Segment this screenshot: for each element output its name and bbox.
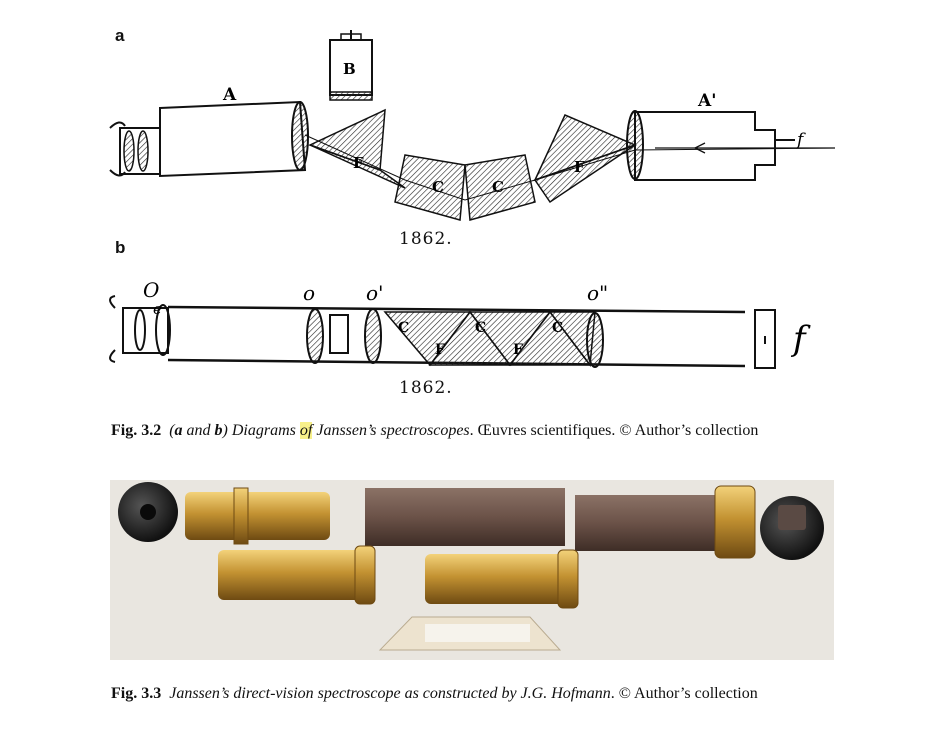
caption-a: a	[174, 422, 183, 439]
spectroscope-photo	[110, 480, 834, 660]
label-o-double-prime: o"	[587, 281, 608, 305]
fig-3-2-number: Fig. 3.2	[111, 422, 162, 439]
label-f: f	[795, 130, 806, 150]
caption-3-3-rest: . © Author’s collection	[610, 685, 758, 702]
figure-3-2-caption: Fig. 3.2 (a and b) Diagrams of Janssen’s…	[111, 422, 759, 439]
label-e: e	[153, 300, 162, 318]
caption-rest: . Œuvres scientifiques. © Author’s colle…	[469, 422, 759, 439]
caption-b: b	[214, 422, 223, 439]
caption-spectroscopes: Janssen’s spectroscopes	[312, 422, 470, 439]
figure-3-3-caption: Fig. 3.3 Janssen’s direct-vision spectro…	[111, 683, 836, 704]
brass-tube-engraved	[218, 550, 368, 600]
label-C-3: C	[552, 320, 563, 336]
label-A: A	[222, 85, 237, 105]
panel-b-year: 1862.	[399, 378, 453, 398]
label-o-eye: O	[143, 278, 159, 302]
label-C-right: C	[492, 178, 504, 196]
panel-a-letter: a	[115, 26, 125, 45]
label-F-2: F	[513, 342, 523, 358]
caption-3-3-italic: Janssen’s direct-vision spectroscope as …	[169, 685, 611, 702]
label-C-1: C	[398, 320, 409, 336]
panel-b-letter: b	[115, 238, 126, 257]
leather-tube-left	[365, 488, 565, 546]
caption-diagrams: ) Diagrams	[222, 422, 300, 439]
spectroscope-diagram-a: A B A' F C C F f	[109, 30, 836, 221]
brass-tube-bottom	[425, 554, 570, 604]
spectroscope-diagram-b: O e o o' o" C C C F F f	[109, 278, 811, 369]
label-f-b: f	[790, 319, 811, 359]
label-A-prime: A'	[697, 91, 716, 111]
brass-tube-top	[185, 492, 330, 540]
label-F-left: F	[353, 154, 364, 172]
label-F-right: F	[574, 158, 585, 176]
label-o-prime: o'	[366, 281, 384, 305]
panel-a-year: 1862.	[399, 229, 453, 249]
leather-tube-right	[575, 495, 725, 551]
label-B: B	[343, 60, 356, 78]
label-C-left: C	[432, 178, 444, 196]
highlighted-word: of	[299, 422, 313, 439]
label-C-2: C	[475, 320, 486, 336]
label-o: o	[303, 281, 315, 305]
caption-and: and	[182, 422, 215, 439]
fig-3-3-number: Fig. 3.3	[111, 685, 162, 702]
label-F-1: F	[435, 342, 445, 358]
